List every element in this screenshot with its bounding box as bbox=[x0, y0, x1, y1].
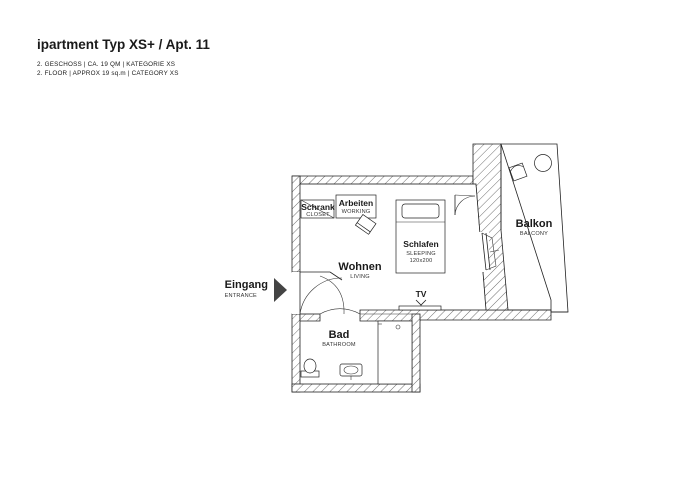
balcony-table-icon bbox=[534, 154, 552, 172]
subtitle-german: 2. GESCHOSS | CA. 19 QM | KATEGORIE XS bbox=[37, 61, 176, 68]
walls bbox=[291, 143, 569, 393]
working-label: Arbeiten bbox=[339, 198, 373, 208]
bathroom-sublabel: BATHROOM bbox=[322, 342, 356, 348]
tv-label: TV bbox=[416, 289, 427, 299]
sleeping-sublabel: SLEEPING bbox=[406, 251, 436, 257]
sink-icon bbox=[339, 363, 363, 380]
entrance-door[interactable] bbox=[292, 271, 345, 315]
desk-chair-icon bbox=[354, 214, 377, 235]
toilet-icon bbox=[300, 358, 320, 378]
living-sublabel: LIVING bbox=[350, 274, 370, 280]
closet-sublabel: CLOSET bbox=[306, 212, 330, 218]
living-label: Wohnen bbox=[338, 261, 381, 273]
desk: Arbeiten WORKING bbox=[335, 194, 377, 235]
tv: TV bbox=[398, 289, 442, 311]
balcony-chair-icon bbox=[508, 162, 528, 182]
shower-drain-icon bbox=[395, 324, 401, 330]
balcony-door[interactable] bbox=[479, 232, 500, 272]
entrance-arrow-icon bbox=[274, 278, 287, 302]
working-sublabel: WORKING bbox=[342, 209, 371, 215]
sleeping-label: Schlafen bbox=[403, 239, 438, 249]
subtitle-english: 2. FLOOR | APPROX 19 sq.m | CATEGORY XS bbox=[37, 70, 179, 77]
closet-label: Schrank bbox=[301, 202, 335, 212]
bathroom-label: Bad bbox=[329, 329, 350, 341]
entrance-sublabel: ENTRANCE bbox=[225, 293, 257, 299]
bathroom: Bad BATHROOM bbox=[300, 308, 413, 385]
entrance-label: Eingang bbox=[225, 279, 268, 291]
bed-size: 120x200 bbox=[410, 258, 433, 264]
closet: Schrank CLOSET bbox=[300, 199, 335, 219]
shower bbox=[377, 320, 413, 385]
balcony-sublabel: BALCONY bbox=[520, 231, 548, 237]
balcony-label: Balkon bbox=[516, 218, 553, 230]
wardrobe-door bbox=[454, 194, 476, 216]
page-title: ipartment Typ XS+ / Apt. 11 bbox=[37, 37, 210, 52]
bed: Schlafen SLEEPING 120x200 bbox=[395, 199, 446, 274]
